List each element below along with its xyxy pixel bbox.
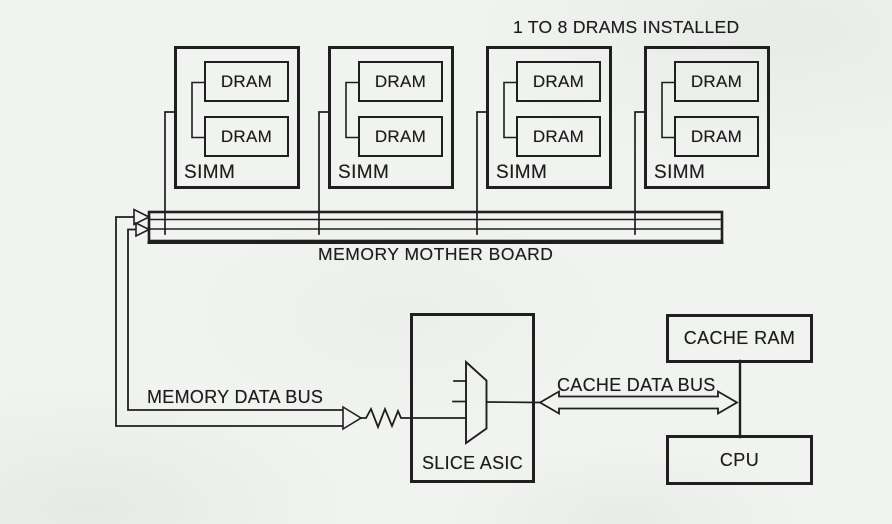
- cpu-label: CPU: [719, 449, 760, 470]
- memory-motherboard-bus: [147, 210, 724, 244]
- simm-module-1: DRAM DRAM SIMM: [174, 46, 300, 189]
- cache-ram-label: CACHE RAM: [683, 328, 796, 348]
- dram-chip: DRAM: [358, 116, 443, 157]
- memory-bus-arrowhead-lower: [135, 221, 151, 238]
- motherboard-bus-outline: [147, 210, 724, 243]
- simm-bus-connector-4: [634, 111, 645, 235]
- memory-bus-arrowhead-right: [342, 405, 363, 431]
- dram-label: DRAM: [532, 71, 585, 91]
- slice-asic-label: SLICE ASIC: [421, 453, 524, 473]
- dram-chip: DRAM: [358, 61, 443, 102]
- cpu-box: CPU: [666, 435, 813, 485]
- dram-bracket-3: [503, 81, 518, 139]
- dram-chip: DRAM: [674, 61, 759, 102]
- dram-label: DRAM: [374, 126, 427, 146]
- cache-data-bus-label: CACHE DATA BUS: [557, 375, 716, 395]
- cache-ram-box: CACHE RAM: [666, 314, 813, 363]
- resistor-symbol: [360, 406, 412, 430]
- dram-bracket-1: [191, 81, 206, 139]
- mux-body: [465, 359, 488, 445]
- mux-symbol: [410, 359, 542, 445]
- dram-chip: DRAM: [516, 61, 601, 102]
- simm-module-2: DRAM DRAM SIMM: [328, 46, 454, 189]
- simm-bus-connector-1: [164, 111, 175, 235]
- drams-installed-annotation: 1 TO 8 DRAMS INSTALLED: [513, 17, 740, 37]
- simm-module-3: DRAM DRAM SIMM: [486, 46, 612, 189]
- simm-label: SIMM: [654, 162, 706, 183]
- dram-chip: DRAM: [204, 61, 289, 102]
- dram-bracket-2: [345, 81, 360, 139]
- dram-label: DRAM: [532, 126, 585, 146]
- dram-chip: DRAM: [204, 116, 289, 157]
- motherboard-label: MEMORY MOTHER BOARD: [318, 244, 554, 264]
- dram-bracket-4: [661, 81, 676, 139]
- simm-label: SIMM: [338, 162, 390, 183]
- simm-label: SIMM: [184, 162, 236, 183]
- simm-bus-connector-3: [476, 111, 487, 235]
- memory-data-bus-label: MEMORY DATA BUS: [147, 387, 324, 407]
- mux-output-line: [485, 401, 542, 404]
- dram-label: DRAM: [690, 126, 743, 146]
- dram-label: DRAM: [690, 71, 743, 91]
- dram-label: DRAM: [220, 126, 273, 146]
- dram-chip: DRAM: [516, 116, 601, 157]
- memory-bus-outer-line: [115, 216, 344, 427]
- cache-data-bus-arrow: [538, 389, 739, 416]
- simm-bus-connector-2: [318, 111, 329, 235]
- simm-module-4: DRAM DRAM SIMM: [644, 46, 770, 189]
- dram-label: DRAM: [220, 71, 273, 91]
- dram-chip: DRAM: [674, 116, 759, 157]
- dram-label: DRAM: [374, 71, 427, 91]
- slice-asic-box: SLICE ASIC: [410, 313, 535, 483]
- memory-bus-inner-line: [127, 228, 344, 411]
- memory-bus-arrowhead-upper: [133, 208, 151, 226]
- memory-data-bus-path: [115, 208, 363, 431]
- simm-label: SIMM: [496, 162, 548, 183]
